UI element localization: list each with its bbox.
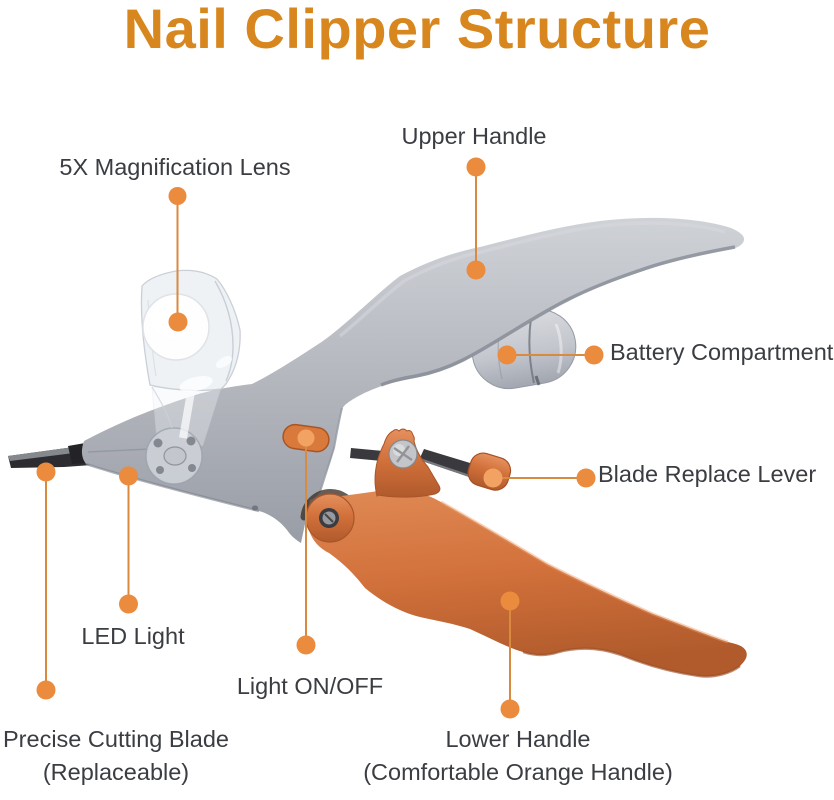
lens-arm xyxy=(145,386,222,485)
lever-screw xyxy=(388,439,418,469)
label-battery-compartment: Battery Compartment xyxy=(610,339,834,365)
dot-blade-target xyxy=(36,462,56,482)
page-title: Nail Clipper Structure xyxy=(123,0,711,60)
label-precise-cutting-blade-line1: Precise Cutting Blade xyxy=(3,726,229,752)
label-lower-handle-line2: (Comfortable Orange Handle) xyxy=(363,759,673,785)
dot-led-target xyxy=(119,466,138,486)
dot-lower-handle-target xyxy=(500,591,520,611)
hinge xyxy=(305,493,355,543)
lower-handle-part xyxy=(307,489,747,678)
label-blade-replace-lever: Blade Replace Lever xyxy=(598,461,817,487)
label-lower-handle: Lower Handle (Comfortable Orange Handle) xyxy=(363,726,673,785)
dot-blade-label xyxy=(36,680,56,700)
callout-dots xyxy=(36,157,604,719)
blade-replace-rod xyxy=(350,448,480,479)
callouts xyxy=(45,167,594,709)
label-magnification-lens: 5X Magnification Lens xyxy=(59,154,291,180)
magnification-lens-part xyxy=(140,269,241,439)
label-led-light: LED Light xyxy=(81,623,185,649)
dot-blade-lever-label xyxy=(576,468,596,488)
dot-lens-target xyxy=(168,312,188,332)
dot-light-label xyxy=(296,635,316,655)
dot-lens-label xyxy=(168,187,187,205)
dot-light-target xyxy=(297,429,315,447)
dot-upper-handle-target xyxy=(466,260,486,280)
dot-led-label xyxy=(119,594,138,614)
label-light-on-off: Light ON/OFF xyxy=(236,673,384,699)
dot-blade-lever-target xyxy=(483,468,503,488)
label-upper-handle: Upper Handle xyxy=(401,123,547,149)
label-precise-cutting-blade: Precise Cutting Blade (Replaceable) xyxy=(3,726,229,785)
dot-battery-target xyxy=(497,345,517,365)
dot-upper-handle-label xyxy=(466,157,486,177)
label-lower-handle-line1: Lower Handle xyxy=(445,726,591,752)
label-precise-cutting-blade-line2: (Replaceable) xyxy=(42,759,190,785)
dot-lower-handle-label xyxy=(500,699,520,719)
dot-battery-label xyxy=(584,345,604,365)
